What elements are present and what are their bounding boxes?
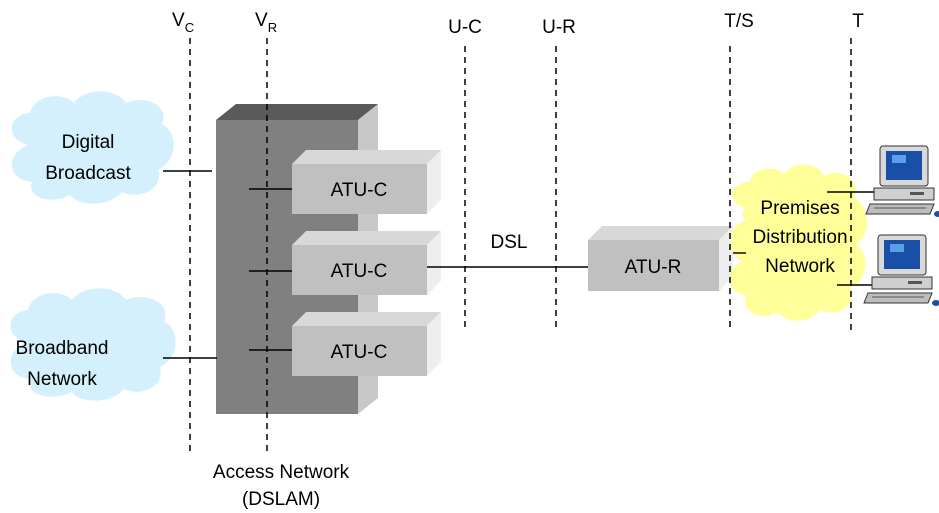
atu-c-box-2-top [292, 231, 441, 245]
atu-c-box-3: ATU-C [292, 312, 441, 376]
dsl-label: DSL [491, 232, 528, 253]
reference-point-lines [189, 38, 852, 452]
atu-c-box-3-top [292, 312, 441, 326]
digital-broadcast-label-line1: Digital [62, 132, 115, 153]
atu-r-box-front [588, 240, 719, 291]
vr-label: VR [255, 10, 277, 35]
atu-c-box-2-front [292, 245, 427, 295]
premises-label-line2: Distribution [752, 227, 847, 248]
atu-r-box-top [588, 226, 733, 240]
atu-c-box-3-front [292, 326, 427, 376]
digital-broadcast-label-line2: Broadcast [45, 163, 131, 184]
atu-c-box-2-side [427, 231, 441, 295]
atu-r-box: ATU-R [588, 226, 733, 291]
atu-c-box-1-side [427, 150, 441, 214]
digital-broadcast-cloud-shape [11, 91, 174, 204]
atu-c-box-1: ATU-C [292, 150, 441, 214]
digital-broadcast-cloud: Digital Broadcast [11, 91, 174, 204]
connection-lines [163, 170, 880, 359]
dslam-top-face [216, 104, 378, 120]
broadband-network-cloud-shape [10, 288, 176, 401]
atu-c-box-3-side [427, 312, 441, 376]
vr-label-sub: R [268, 20, 277, 35]
access-network-label-line2: (DSLAM) [242, 489, 320, 510]
computer-icon [865, 145, 939, 217]
atu-c-box-2: ATU-C [292, 231, 441, 295]
vr-label-main: V [255, 10, 268, 31]
premises-label-line1: Premises [760, 198, 839, 219]
atu-c-1-label: ATU-C [331, 180, 388, 201]
vc-label-main: V [172, 10, 185, 31]
broadband-network-cloud: Broadband Network [10, 288, 176, 401]
atu-c-box-1-top [292, 150, 441, 164]
atu-c-3-label: ATU-C [331, 342, 388, 363]
vc-label: VC [172, 10, 194, 35]
computer-icon [863, 234, 939, 306]
vc-label-sub: C [185, 20, 194, 35]
atu-c-box-1-front [292, 164, 427, 214]
broadband-network-label-line2: Network [27, 369, 97, 390]
premises-label-line3: Network [765, 256, 835, 277]
t-label: T [852, 11, 864, 32]
premises-network-cloud: Premises Distribution Network [729, 164, 867, 321]
ts-label: T/S [724, 11, 754, 32]
uc-label: U-C [448, 17, 482, 38]
broadband-network-label-line1: Broadband [16, 338, 109, 359]
ur-label: U-R [542, 17, 576, 38]
premises-network-cloud-shape [729, 164, 867, 321]
access-network-label-line1: Access Network [213, 462, 350, 483]
atu-r-box-side [719, 226, 733, 291]
atu-c-2-label: ATU-C [331, 261, 388, 282]
atu-r-label: ATU-R [625, 257, 682, 278]
